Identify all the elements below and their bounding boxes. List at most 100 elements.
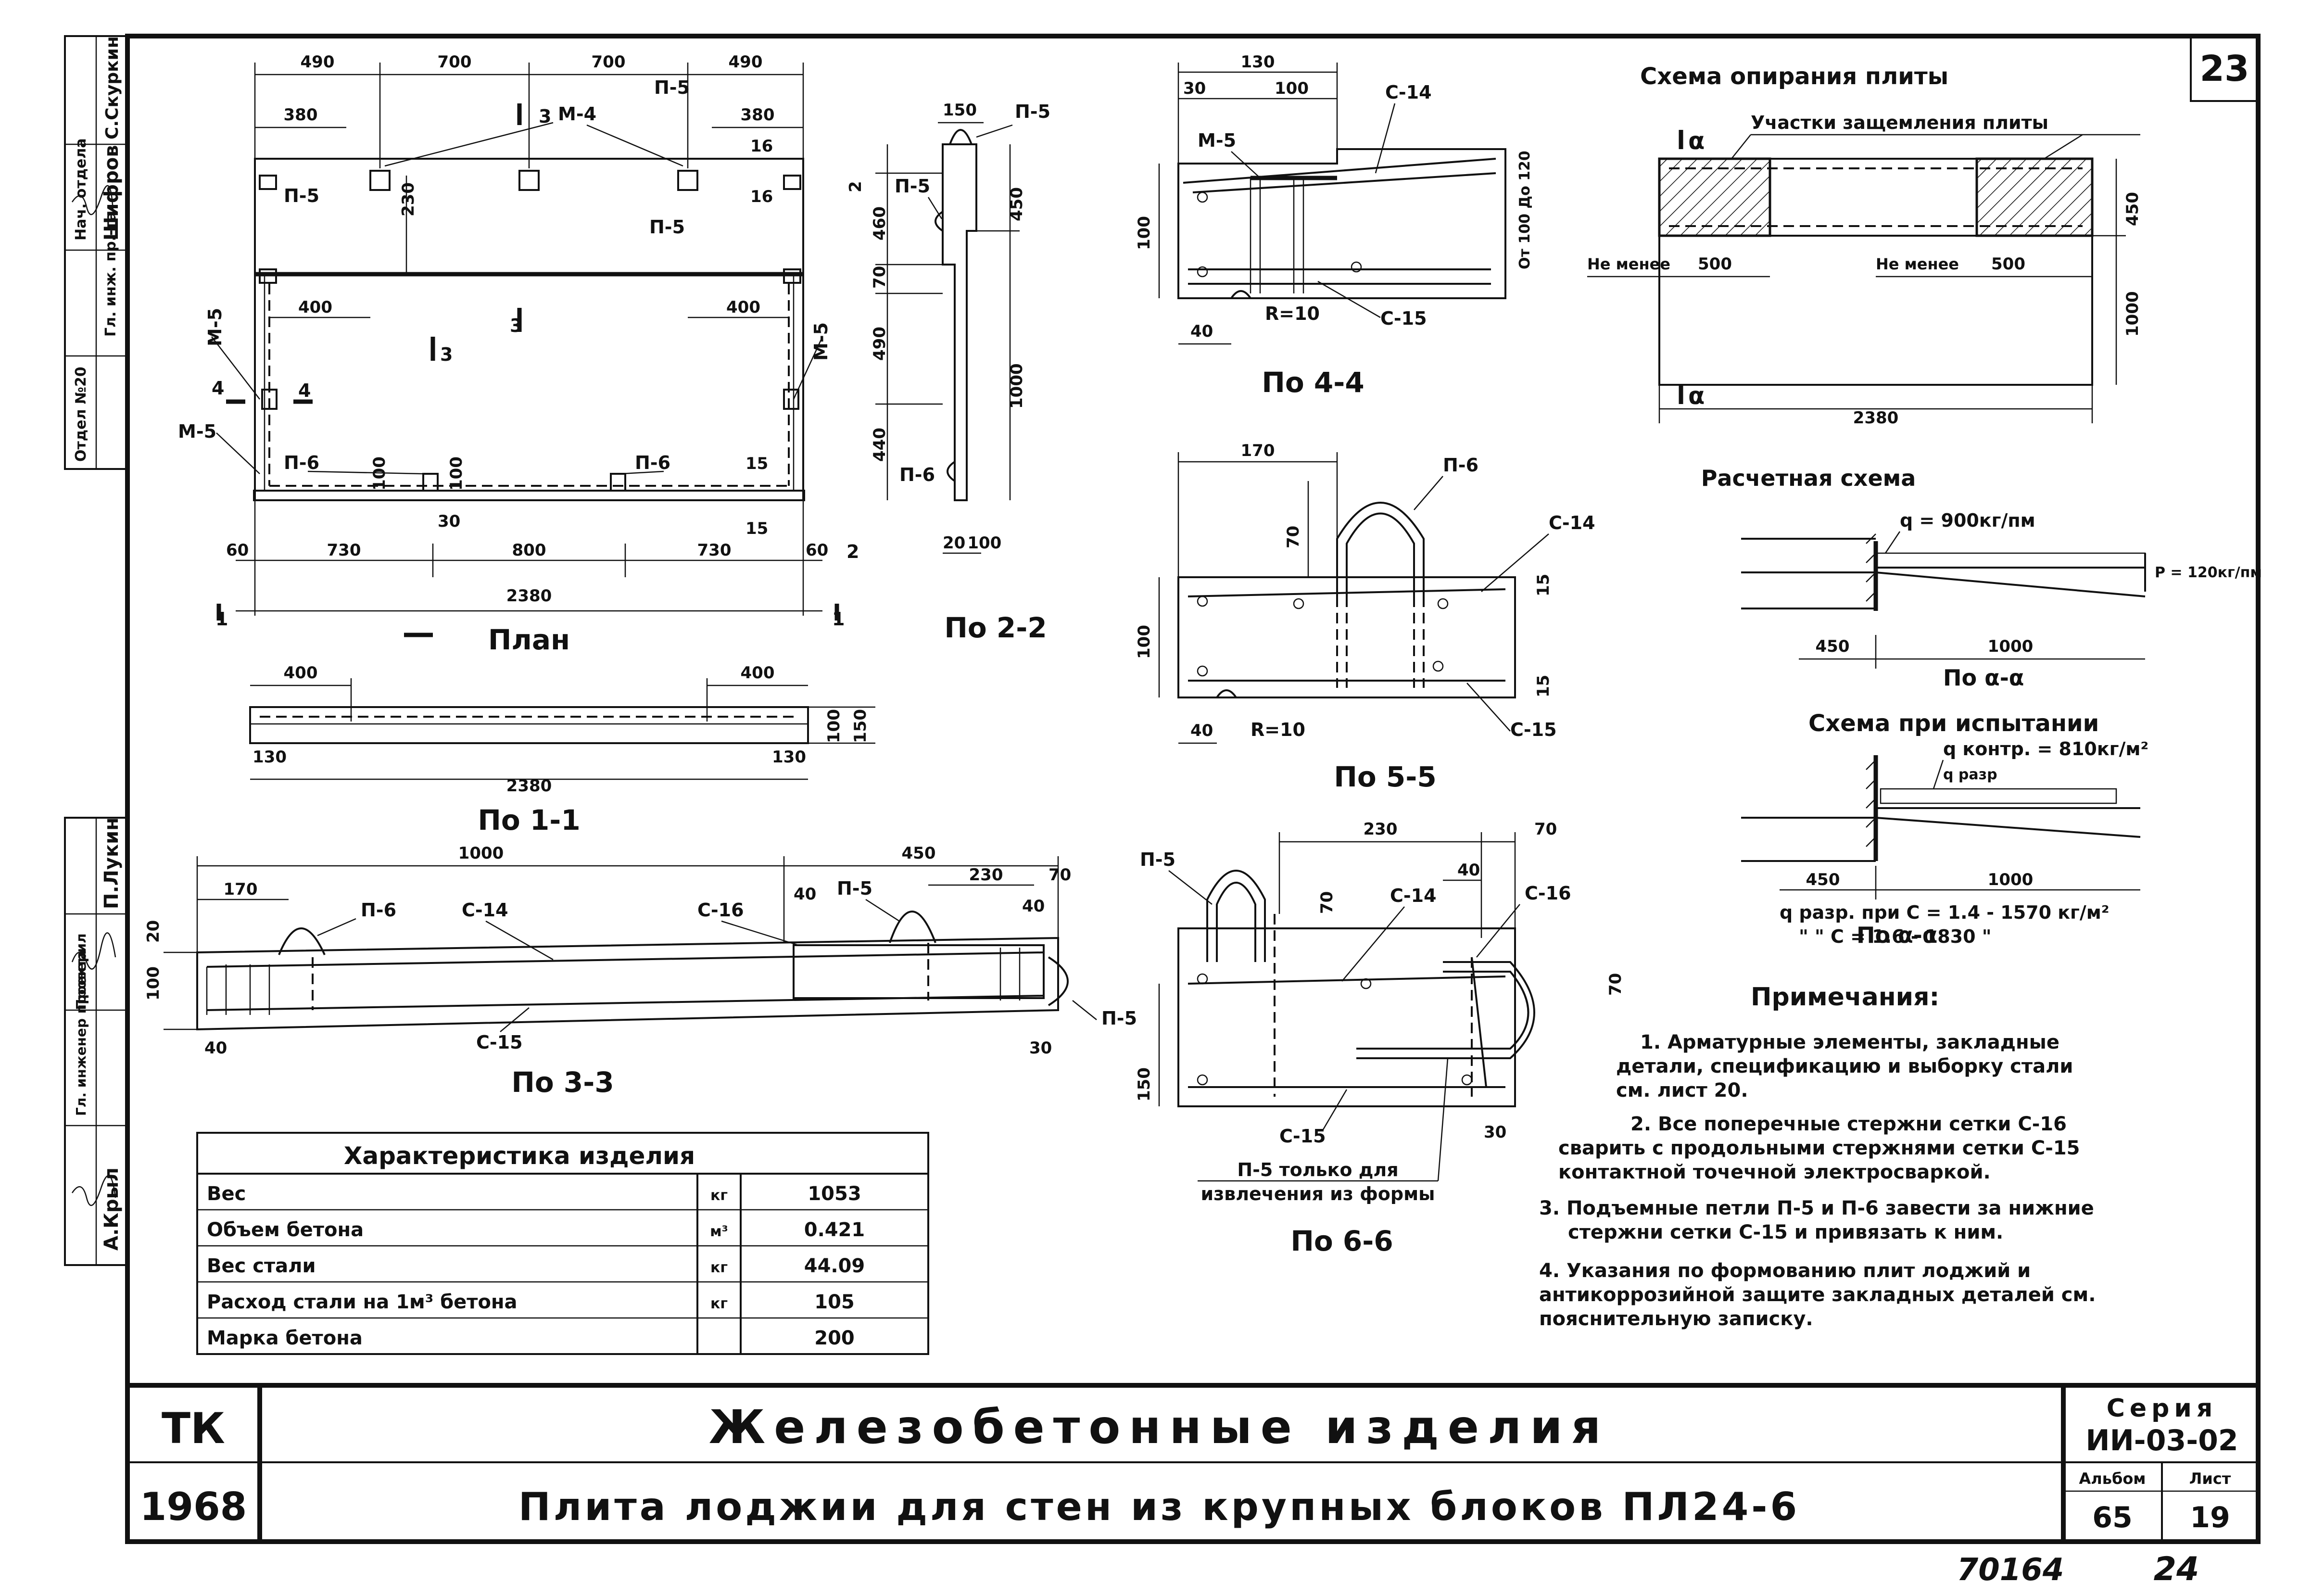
- char-row-5-value: 200: [814, 1327, 855, 1349]
- note-4-line-1: 4. Указания по формованию плит лоджий и: [1539, 1260, 2031, 1282]
- s44-label-m5: М-5: [1198, 130, 1236, 151]
- calc-dim-450: 450: [1816, 637, 1850, 656]
- support-dim-450: 450: [2123, 192, 2142, 226]
- footer-stamp-number: 70164: [1957, 1552, 2064, 1588]
- s66-label-c16: С-16: [1525, 883, 1571, 904]
- s44-title: По 4-4: [1262, 366, 1364, 399]
- s22-dim-left-460: 460: [870, 206, 889, 241]
- s66-label-p5: П-5: [1140, 849, 1175, 870]
- plan-dim-bot-1: 60: [226, 541, 249, 560]
- plan-dim-15-a: 15: [745, 454, 768, 473]
- s22-dim-100: 100: [967, 533, 1001, 553]
- s66-label-c14: С-14: [1390, 885, 1437, 906]
- sheet-number: 23: [2200, 48, 2249, 89]
- s33-dim-170: 170: [224, 880, 258, 899]
- s11-dim-400-b: 400: [741, 663, 775, 683]
- s33-dim-40-b: 40: [1022, 897, 1045, 916]
- support-zone-left: [1658, 157, 1771, 237]
- plan-sec-4a: 4: [212, 378, 224, 399]
- char-row-1-value: 1053: [808, 1183, 861, 1205]
- plan-dim-top2-1: 380: [284, 105, 318, 125]
- plan-sec-2: 2: [846, 541, 859, 562]
- plan-dim-top-2: 700: [438, 52, 472, 72]
- s66-dim-70-top: 70: [1534, 820, 1557, 839]
- s22-dim-left-2: 2: [846, 181, 865, 192]
- s22-dim-left-70: 70: [870, 266, 889, 289]
- s44-label-c14: С-14: [1385, 82, 1432, 103]
- test-break-line-1: q разр. при C = 1.4 - 1570 кг/м²: [1780, 902, 2109, 923]
- char-row: Вес стали кг 44.09: [207, 1255, 865, 1277]
- plan-sec-3b: 3: [510, 315, 522, 336]
- plan-dim-400-b: 400: [726, 298, 760, 317]
- s55-dim-40: 40: [1190, 721, 1213, 740]
- char-row-2-value: 0.421: [804, 1219, 865, 1241]
- test-scheme: Схема при испытании q контр. = 810кг/м² …: [1741, 710, 2148, 948]
- test-caption: По α-α: [1857, 922, 1937, 948]
- tb-sheet-value: 19: [2190, 1501, 2230, 1534]
- s55-dim-15-b: 15: [1534, 675, 1553, 697]
- s44-dim-100-left: 100: [1135, 216, 1154, 250]
- tb-year: 1968: [140, 1484, 247, 1529]
- plan-dim-bot-5: 60: [806, 541, 828, 560]
- support-title: Схема опирания плиты: [1640, 63, 1948, 90]
- s33-dim-450: 450: [902, 844, 936, 863]
- s44-dim-130: 130: [1241, 52, 1275, 72]
- support-dim-2380: 2380: [1853, 408, 1899, 428]
- test-dim-1000: 1000: [1988, 870, 2034, 889]
- sheet-number-box: [2190, 35, 2259, 102]
- s55-title: По 5-5: [1334, 760, 1436, 793]
- s66-note-2: извлечения из формы: [1200, 1183, 1435, 1204]
- s22-label-p6: П-6: [899, 464, 935, 485]
- plan-dim-bot-3: 800: [512, 541, 546, 560]
- char-row: Расход стали на 1м³ бетона кг 105: [207, 1291, 855, 1313]
- s33-dim-40-c: 40: [204, 1039, 227, 1058]
- s33-label-p5-top: П-5: [837, 878, 872, 899]
- note-1-line-2: детали, спецификацию и выборку стали: [1616, 1055, 2073, 1077]
- s55-dim-15-a: 15: [1534, 574, 1553, 596]
- calc-title: Расчетная схема: [1701, 465, 1916, 491]
- support-dim-1000: 1000: [2123, 291, 2142, 337]
- calc-dim-1000: 1000: [1988, 637, 2034, 656]
- calc-load-p: P = 120кг/пм: [2155, 564, 2262, 581]
- support-scheme: Схема опирания плиты Участки защемления …: [1587, 63, 2142, 428]
- signature-2: [71, 932, 116, 970]
- plan-label-p5-a: П-5: [654, 77, 690, 98]
- s44-side-text: От 100 До 120: [1516, 151, 1533, 269]
- support-not-less-val-2: 500: [1991, 254, 2025, 274]
- s66-dim-40: 40: [1457, 861, 1480, 880]
- char-row-4-value: 105: [814, 1291, 855, 1313]
- tb-sheet-label: Лист: [2189, 1469, 2231, 1488]
- test-break-line-2: " " C = 1.6 - 1830 ": [1799, 926, 1992, 947]
- notes-title: Примечания:: [1751, 983, 1939, 1012]
- s22-dim-150: 150: [943, 101, 977, 120]
- s33-label-c15: С-15: [476, 1032, 523, 1053]
- plan-view: 490 700 700 490 380 380 3 3 3 П-5 М-4 П-…: [178, 52, 859, 656]
- char-row-3-value: 44.09: [804, 1255, 865, 1277]
- s22-label-p5-top: П-5: [1015, 101, 1050, 122]
- char-row: Марка бетона 200: [207, 1327, 855, 1349]
- char-row-1-name: Вес: [207, 1183, 246, 1205]
- plan-dim-top-3: 700: [592, 52, 626, 72]
- footer-page: 24: [2154, 1550, 2199, 1588]
- tb-org: ТК: [162, 1404, 225, 1453]
- signature-1: [71, 185, 114, 215]
- note-2-line-1: 2. Все поперечные стержни сетки С-16: [1630, 1113, 2067, 1135]
- tb-series-label: Серия: [2107, 1394, 2217, 1423]
- tb-subtitle: Плита лоджии для стен из крупных блоков …: [518, 1484, 1800, 1529]
- tb-series-value: ИИ-03-02: [2085, 1424, 2238, 1457]
- plan-label-m4: М-4: [558, 103, 596, 125]
- support-mark-a-bot: α: [1688, 382, 1705, 410]
- s66-dim-30: 30: [1484, 1123, 1506, 1142]
- s55-dim-100: 100: [1135, 625, 1154, 659]
- s22-dim-20: 20: [943, 533, 965, 553]
- s22-title: По 2-2: [944, 611, 1047, 644]
- section-3-3: 1000 450 170 230 70 40 40 40 30 100 20 П…: [144, 844, 1137, 1099]
- note-3-line-1: 3. Подъемные петли П-5 и П-6 завести за …: [1539, 1197, 2094, 1219]
- s66-note-1: П-5 только для: [1237, 1159, 1398, 1180]
- s33-label-p6: П-6: [361, 899, 396, 921]
- side-role-4: Гл. инженер проекта: [73, 950, 89, 1116]
- test-dim-450: 450: [1806, 870, 1840, 889]
- s22-label-p5-side: П-5: [895, 176, 930, 197]
- s33-dim-230: 230: [969, 865, 1003, 885]
